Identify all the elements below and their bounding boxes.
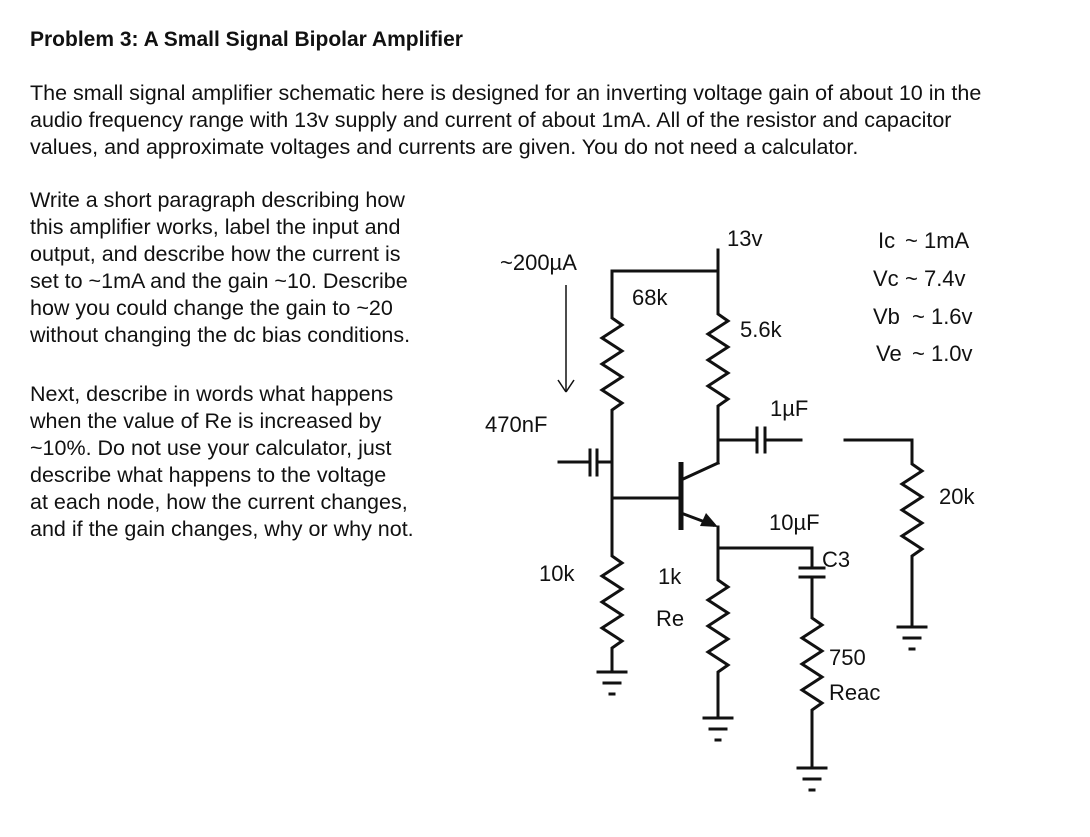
question-1-line: without changing the dc bias conditions.: [30, 323, 411, 347]
r-ac-name-label: Reac: [829, 680, 880, 705]
question-2-line: when the value of Re is increased by: [30, 409, 382, 433]
resistor-reac: [799, 598, 825, 770]
r-bottom-label: 10k: [539, 561, 575, 586]
question-2-line: and if the gain changes, why or why not.: [30, 517, 414, 541]
intro-line: audio frequency range with 13v supply an…: [30, 108, 952, 132]
ve-value: ~ 1.0v: [912, 341, 973, 366]
question-2-line: describe what happens to the voltage: [30, 463, 387, 487]
c-bypass-label: 10µF: [769, 510, 820, 535]
r-collector-label: 5.6k: [740, 317, 783, 342]
question-1-paragraph: Write a short paragraph describing how t…: [30, 187, 410, 349]
c-bypass-name-label: C3: [822, 547, 850, 572]
question-2-line: Next, describe in words what happens: [30, 382, 394, 406]
resistor-collector: [705, 269, 731, 465]
resistor-68k: [599, 269, 625, 500]
ic-name: Ic: [878, 228, 895, 253]
supply-voltage-label: 13v: [727, 226, 762, 251]
question-2-line: ~10%. Do not use your calculator, just: [30, 436, 392, 460]
ground-symbol: [796, 766, 828, 792]
current-arrow-icon: [557, 285, 575, 393]
vb-value: ~ 1.6v: [912, 304, 973, 329]
question-2-line: at each node, how the current changes,: [30, 490, 408, 514]
resistor-load: [899, 438, 925, 629]
question-1-line: Write a short paragraph describing how: [30, 188, 405, 212]
resistor-10k: [599, 496, 625, 674]
ground-symbol: [702, 716, 734, 742]
ground-symbol: [596, 670, 628, 696]
r-emitter-label: 1k: [658, 564, 682, 589]
output-capacitor: [716, 426, 803, 454]
bypass-capacitor: [798, 566, 826, 602]
question-1-line: set to ~1mA and the gain ~10. Describe: [30, 269, 408, 293]
intro-line: The small signal amplifier schematic her…: [30, 81, 982, 105]
vc-name: Vc: [873, 266, 899, 291]
vb-name: Vb: [873, 304, 900, 329]
npn-transistor: [678, 461, 720, 550]
ic-value: ~ 1mA: [905, 228, 970, 253]
ve-name: Ve: [876, 341, 902, 366]
question-1-line: this amplifier works, label the input an…: [30, 215, 401, 239]
intro-line: values, and approximate voltages and cur…: [30, 135, 859, 159]
question-2-paragraph: Next, describe in words what happens whe…: [30, 381, 414, 543]
r-top-label: 68k: [632, 285, 668, 310]
intro-paragraph: The small signal amplifier schematic her…: [30, 80, 1070, 161]
c-output-label: 1µF: [770, 396, 808, 421]
ground-symbol: [896, 625, 928, 651]
divider-current-label: ~200µA: [500, 250, 577, 275]
r-ac-label: 750: [829, 645, 866, 670]
input-capacitor: [557, 448, 614, 477]
vc-value: ~ 7.4v: [905, 266, 966, 291]
c-input-label: 470nF: [485, 412, 547, 437]
r-emitter-name-label: Re: [656, 606, 684, 631]
resistor-emitter: [705, 546, 731, 720]
r-load-label: 20k: [939, 484, 975, 509]
problem-title: Problem 3: A Small Signal Bipolar Amplif…: [30, 28, 463, 51]
question-1-line: output, and describe how the current is: [30, 242, 401, 266]
question-1-line: how you could change the gain to ~20: [30, 296, 393, 320]
